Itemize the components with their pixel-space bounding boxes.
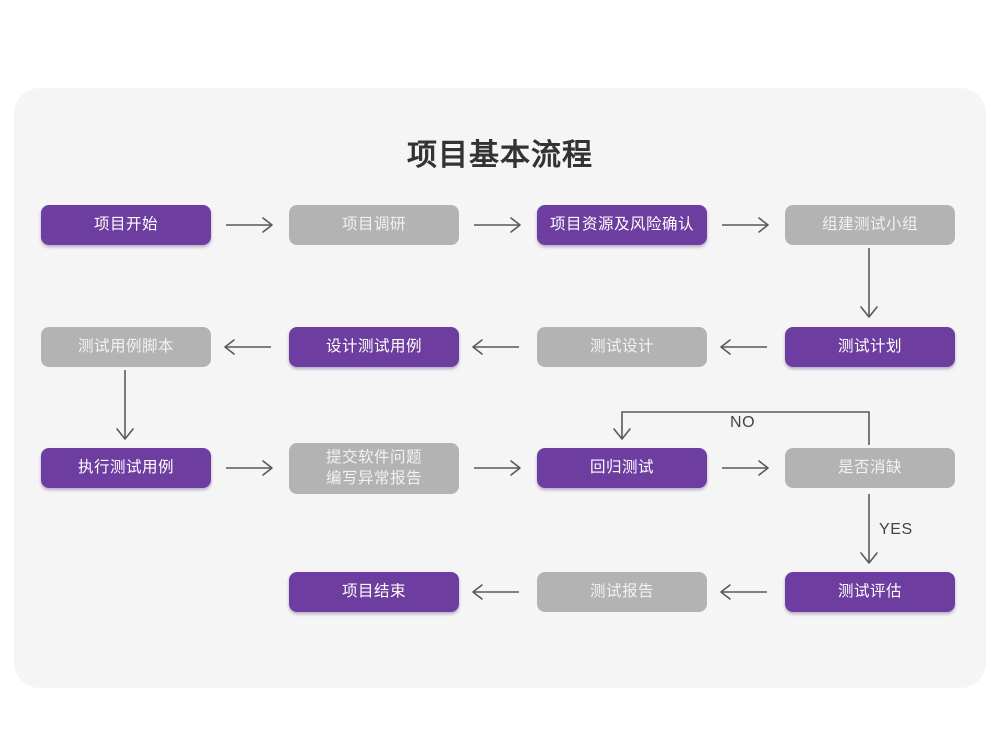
node-test-design[interactable]: 测试设计 <box>537 327 707 367</box>
page-title: 项目基本流程 <box>407 139 593 172</box>
edge-label-yes: YES <box>879 521 913 538</box>
node-test-case-scripts[interactable]: 测试用例脚本 <box>41 327 211 367</box>
node-project-research[interactable]: 项目调研 <box>289 205 459 245</box>
node-line-1: 提交软件问题 <box>325 448 422 466</box>
node-design-test-cases[interactable]: 设计测试用例 <box>289 327 459 367</box>
node-project-end[interactable]: 项目结束 <box>289 572 459 612</box>
node-form-test-team[interactable]: 组建测试小组 <box>785 205 955 245</box>
edge-label-no: NO <box>730 414 756 431</box>
node-resource-risk-confirm[interactable]: 项目资源及风险确认 <box>537 205 707 245</box>
node-execute-test-cases[interactable]: 执行测试用例 <box>41 448 211 488</box>
node-test-plan[interactable]: 测试计划 <box>785 327 955 367</box>
node-submit-issues-report[interactable]: 提交软件问题 编写异常报告 <box>289 443 459 494</box>
node-defects-cleared[interactable]: 是否消缺 <box>785 448 955 488</box>
node-test-evaluation[interactable]: 测试评估 <box>785 572 955 612</box>
node-line-2: 编写异常报告 <box>325 469 422 487</box>
node-test-report[interactable]: 测试报告 <box>537 572 707 612</box>
node-project-start[interactable]: 项目开始 <box>41 205 211 245</box>
node-regression-test[interactable]: 回归测试 <box>537 448 707 488</box>
